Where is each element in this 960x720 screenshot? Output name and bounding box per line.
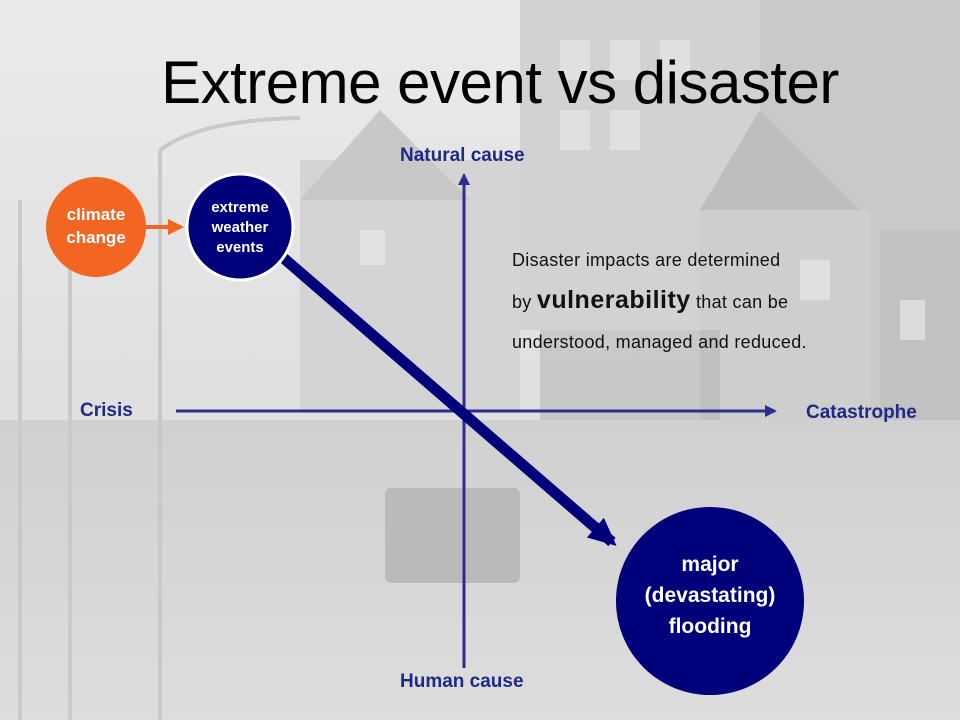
- page-title: Extreme event vs disaster: [161, 49, 839, 116]
- climate-change-label: climate change: [46, 203, 146, 249]
- note-line-2-suffix: that can be: [690, 292, 789, 312]
- major-flooding-line-3: flooding: [668, 615, 752, 638]
- major-flooding-label: major (devastating) flooding: [616, 549, 804, 642]
- climate-change-line-1: climate: [66, 205, 126, 224]
- note-line-2-prefix: by: [512, 292, 537, 312]
- axis-label-right: Catastrophe: [806, 402, 917, 423]
- climate-change-circle: [46, 177, 146, 277]
- major-flooding-line-2: (devastating): [644, 584, 776, 607]
- note-line-1: Disaster impacts are determined: [512, 250, 781, 270]
- climate-change-line-2: change: [66, 228, 126, 247]
- note-line-3: understood, managed and reduced.: [512, 332, 807, 352]
- extreme-weather-line-3: events: [216, 239, 264, 256]
- extreme-weather-line-1: extreme: [211, 199, 269, 216]
- axis-label-bottom: Human cause: [400, 671, 524, 692]
- extreme-weather-line-2: weather: [211, 219, 269, 236]
- extreme-weather-circle: [185, 172, 295, 282]
- major-flooding-circle: [616, 507, 804, 695]
- note-line-2: by vulnerability that can be: [512, 280, 932, 322]
- axis-label-top: Natural cause: [400, 145, 525, 166]
- axis-label-left: Crisis: [80, 400, 133, 421]
- extreme-weather-label: extreme weather events: [190, 198, 290, 258]
- note-emphasis: vulnerability: [536, 286, 691, 314]
- diagonal-arrow: [276, 250, 617, 547]
- vulnerability-note: Disaster impacts are determined by vulne…: [512, 240, 932, 362]
- major-flooding-line-1: major: [681, 553, 739, 576]
